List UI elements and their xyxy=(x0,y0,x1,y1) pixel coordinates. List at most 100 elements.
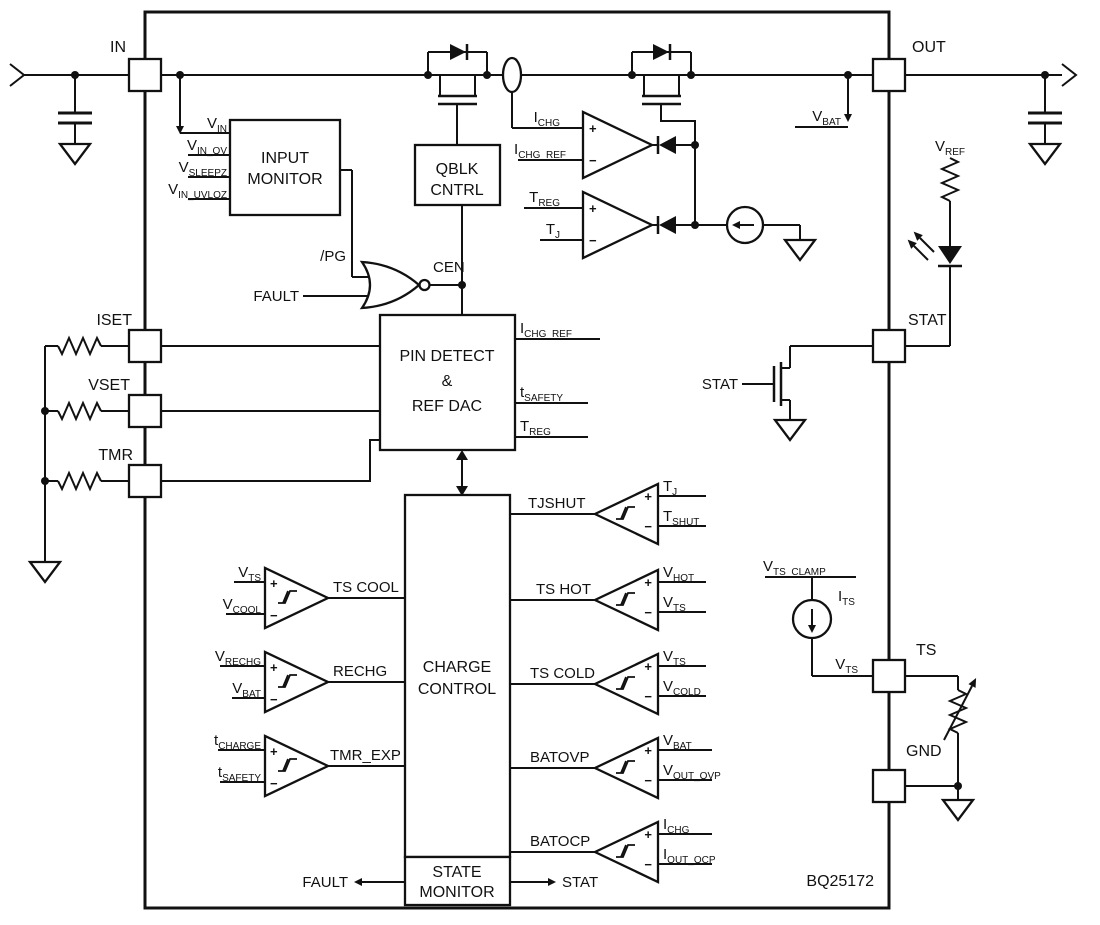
batovp-comparator: VBAT VOUT_OVP + − BATOVP xyxy=(510,732,721,800)
gnd-pin: GND xyxy=(871,743,942,804)
ichg-comparator: ICHG ICHG_REF + − xyxy=(512,109,699,180)
out-pin-label: OUT xyxy=(912,39,946,56)
in-pin-label: IN xyxy=(110,39,126,56)
vbat-label: VBAT xyxy=(663,732,692,752)
qblk-title: QBLK xyxy=(436,161,479,178)
state-monitor-title: MONITOR xyxy=(419,884,494,901)
iout-ocp-label: IOUT_OCP xyxy=(663,846,716,866)
ichg-label: ICHG xyxy=(663,816,690,836)
batovp-label: BATOVP xyxy=(530,749,589,766)
fault-input-label: FAULT xyxy=(253,288,299,305)
pin-detect-block: PIN DETECT & REF DAC ICHG_REF tSAFETY TR… xyxy=(161,313,600,482)
comparator-icon xyxy=(263,566,331,630)
pass-fet-2 xyxy=(631,44,696,145)
vrechg-label: VRECHG xyxy=(215,648,261,668)
treg-comparator: TREG TJ + − xyxy=(524,145,817,262)
qblk-title: CNTRL xyxy=(430,182,483,199)
comparator-icon xyxy=(581,190,655,260)
ts-cold-comparator: VTS VCOLD + − TS COLD xyxy=(510,648,706,716)
ground-icon xyxy=(58,142,92,166)
plus-sign: + xyxy=(270,744,278,759)
vin-ov-label: VIN_OV xyxy=(187,137,227,157)
vcool-label: VCOOL xyxy=(223,596,262,616)
fault-output-label: FAULT xyxy=(302,874,348,891)
treg-output-label: TREG xyxy=(520,418,551,438)
plus-sign: + xyxy=(644,659,652,674)
minus-sign: − xyxy=(644,857,652,872)
rechg-comparator: VRECHG VBAT + − RECHG xyxy=(215,648,405,714)
emission-arrow-icon xyxy=(907,239,917,249)
comparator-icon xyxy=(592,736,660,800)
vin-sense-arrow xyxy=(176,75,184,134)
comparator-icon xyxy=(263,734,331,798)
plus-sign: + xyxy=(644,743,652,758)
ts-hot-label: TS HOT xyxy=(536,581,591,598)
plus-sign: + xyxy=(589,201,597,216)
plus-sign: + xyxy=(589,121,597,136)
output-chevron-icon xyxy=(1061,63,1078,87)
ts-cool-label: TS COOL xyxy=(333,579,399,596)
vin-label: VIN xyxy=(207,115,227,135)
ichg-label: ICHG xyxy=(534,109,561,129)
plus-sign: + xyxy=(644,827,652,842)
pg-fault-gate: /PG FAULT CEN xyxy=(253,169,466,315)
stat-led-branch: VREF xyxy=(905,138,965,347)
tsafety-output-label: tSAFETY xyxy=(520,384,563,404)
treg-label: TREG xyxy=(529,189,560,209)
tmr-pin-label: TMR xyxy=(98,447,133,464)
vts-label: VTS xyxy=(238,564,261,584)
vref-label: VREF xyxy=(935,138,965,158)
vhot-label: VHOT xyxy=(663,564,694,584)
minus-sign: − xyxy=(270,692,278,707)
led-icon xyxy=(938,246,962,264)
down-arrow-icon xyxy=(844,114,852,122)
resistor-icon xyxy=(57,470,102,492)
ts-pin-label: TS xyxy=(916,642,936,659)
vts-label: VTS xyxy=(835,656,858,676)
plus-sign: + xyxy=(270,576,278,591)
vts-clamp-label: VTS_CLAMP xyxy=(763,558,826,578)
vbat-label: VBAT xyxy=(232,680,261,700)
minus-sign: − xyxy=(644,605,652,620)
pin-resistor-network xyxy=(28,335,129,584)
input-monitor-title: INPUT xyxy=(261,150,309,167)
its-label: ITS xyxy=(838,588,855,608)
ts-current-source: VTS_CLAMP ITS VTS xyxy=(763,558,873,677)
minus-sign: − xyxy=(589,233,597,248)
down-arrow-icon xyxy=(176,126,184,134)
plus-sign: + xyxy=(270,660,278,675)
pass-fet-1 xyxy=(427,44,488,145)
pg-label: /PG xyxy=(320,248,346,265)
minus-sign: − xyxy=(270,608,278,623)
vbat-label: VBAT xyxy=(812,108,841,128)
vts-label: VTS xyxy=(663,648,686,668)
ground-icon xyxy=(28,560,62,584)
part-number-label: BQ25172 xyxy=(806,873,874,890)
state-monitor-block: STATE MONITOR FAULT STAT xyxy=(302,855,598,907)
stat-gate-label: STAT xyxy=(702,376,738,393)
tmr-exp-label: TMR_EXP xyxy=(330,747,401,764)
left-arrow-icon xyxy=(732,221,740,229)
input-monitor-block: INPUT MONITOR VIN VIN_OV VSLEEPZ VIN_UVL… xyxy=(168,115,342,217)
tcharge-label: tCHARGE xyxy=(214,732,261,752)
ichg-ref-output-label: ICHG_REF xyxy=(520,320,572,340)
gnd-pin-label: GND xyxy=(906,743,942,760)
pin-detect-title: & xyxy=(442,373,453,390)
diode-icon xyxy=(659,216,676,234)
ichg-ref-label: ICHG_REF xyxy=(514,141,566,161)
cen-label: CEN xyxy=(433,259,465,276)
charge-control-title: CONTROL xyxy=(418,681,496,698)
vin-uvloz-label: VIN_UVLOZ xyxy=(168,181,227,201)
thermistor-network xyxy=(905,675,977,822)
comparator-icon xyxy=(263,650,331,714)
ts-cool-comparator: VTS VCOOL + − TS COOL xyxy=(223,564,405,630)
minus-sign: − xyxy=(644,689,652,704)
tjshut-label: TJSHUT xyxy=(528,495,586,512)
plus-sign: + xyxy=(644,489,652,504)
vset-pin: VSET xyxy=(88,377,163,429)
tsafety-label: tSAFETY xyxy=(218,764,261,784)
minus-sign: − xyxy=(644,773,652,788)
input-chevron-icon xyxy=(9,63,26,87)
